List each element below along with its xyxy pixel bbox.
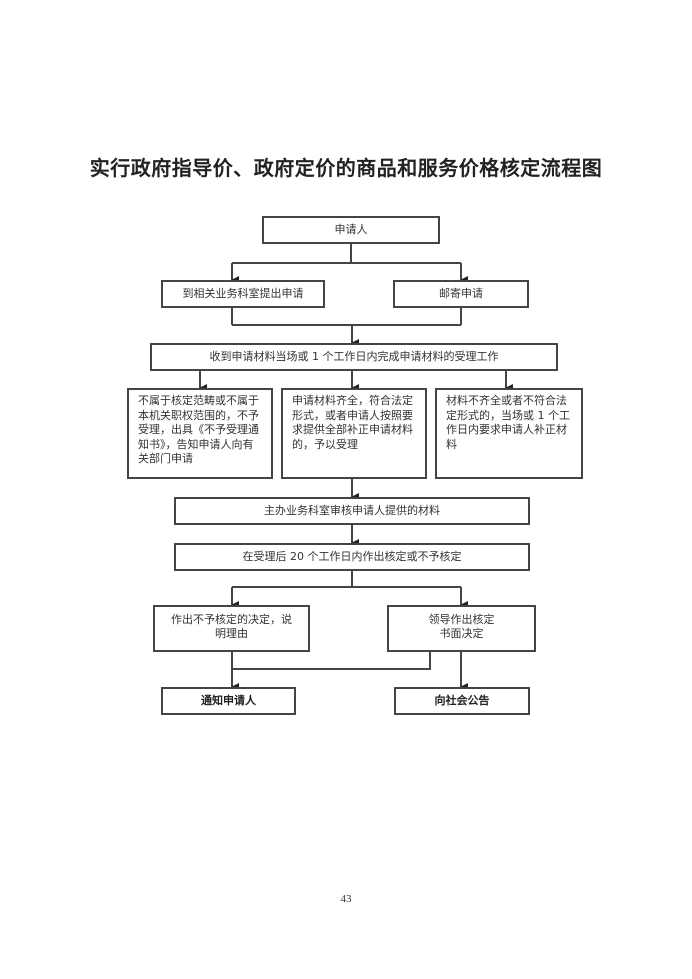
node-decide-within: 在受理后 20 个工作日内作出核定或不予核定 bbox=[174, 543, 530, 571]
node-label: 申请材料齐全，符合法定形式，或者申请人按照要求提供全部补正申请材料的，予以受理 bbox=[292, 394, 413, 451]
node-apply-by-mail: 邮寄申请 bbox=[393, 280, 529, 308]
node-receive-materials: 收到申请材料当场或 1 个工作日内完成申请材料的受理工作 bbox=[150, 343, 558, 371]
node-incomplete: 材料不齐全或者不符合法定形式的，当场或 1 个工作日内要求申请人补正材料 bbox=[435, 388, 583, 479]
page-title: 实行政府指导价、政府定价的商品和服务价格核定流程图 bbox=[89, 156, 603, 180]
node-public-announcement: 向社会公告 bbox=[394, 687, 530, 715]
edge-approve-to-notify bbox=[232, 651, 431, 670]
node-label: 邮寄申请 bbox=[439, 287, 483, 300]
node-review: 主办业务科室审核申请人提供的材料 bbox=[174, 497, 530, 525]
node-label: 材料不齐全或者不符合法定形式的，当场或 1 个工作日内要求申请人补正材料 bbox=[446, 394, 570, 451]
node-approve-decision: 领导作出核定 书面决定 bbox=[387, 605, 536, 652]
node-applicant: 申请人 bbox=[262, 216, 440, 244]
node-label: 向社会公告 bbox=[434, 694, 490, 707]
node-label: 在受理后 20 个工作日内作出核定或不予核定 bbox=[242, 550, 462, 563]
node-label: 领导作出核定 书面决定 bbox=[428, 613, 495, 640]
node-label: 申请人 bbox=[334, 223, 368, 236]
node-apply-in-person: 到相关业务科室提出申请 bbox=[161, 280, 325, 308]
node-label: 不属于核定范畴或不属于本机关职权范围的，不予受理，出具《不予受理通知书》，告知申… bbox=[138, 394, 259, 465]
node-label: 主办业务科室审核申请人提供的材料 bbox=[264, 504, 440, 517]
node-label: 作出不予核定的决定，说 明理由 bbox=[171, 613, 292, 640]
page-number: 43 bbox=[340, 893, 352, 905]
node-accepted: 申请材料齐全，符合法定形式，或者申请人按照要求提供全部补正申请材料的，予以受理 bbox=[281, 388, 427, 479]
node-label: 到相关业务科室提出申请 bbox=[182, 287, 304, 300]
node-label: 收到申请材料当场或 1 个工作日内完成申请材料的受理工作 bbox=[209, 350, 499, 363]
node-label: 通知申请人 bbox=[201, 694, 256, 707]
node-reject-decision: 作出不予核定的决定，说 明理由 bbox=[153, 605, 310, 652]
node-not-accepted: 不属于核定范畴或不属于本机关职权范围的，不予受理，出具《不予受理通知书》，告知申… bbox=[127, 388, 273, 479]
node-notify-applicant: 通知申请人 bbox=[161, 687, 296, 715]
